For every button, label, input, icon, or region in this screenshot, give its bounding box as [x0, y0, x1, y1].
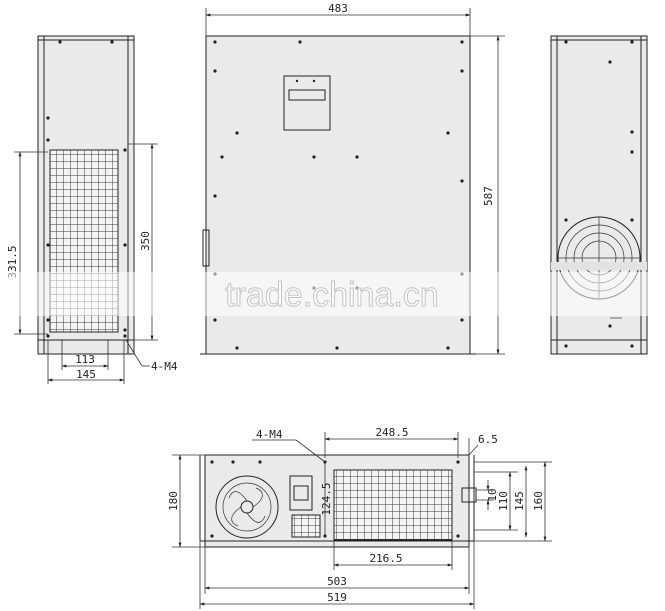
- dim-110: 110: [497, 491, 510, 511]
- dim-124-5: 124.5: [320, 482, 333, 515]
- callout-4-m4-top: 4-M4: [256, 428, 283, 441]
- watermark-band: [0, 272, 665, 316]
- dim-180: 180: [167, 491, 180, 511]
- top-view-grille: [333, 469, 453, 541]
- small-vent: [291, 514, 321, 538]
- dim-145-top: 145: [513, 491, 526, 511]
- display-window: [288, 89, 326, 101]
- dim-145: 145: [76, 368, 96, 381]
- dim-248-5: 248.5: [375, 426, 408, 439]
- top-view: 248.5 6.5 4-M4 180 124.5 10 110 145 160 …: [167, 426, 552, 609]
- watermark-text: trade.china.cn: [225, 276, 439, 314]
- dim-483: 483: [328, 2, 348, 15]
- terminal-block: [289, 475, 313, 511]
- dim-519: 519: [327, 591, 347, 604]
- fan-icon: [215, 475, 279, 539]
- right-view-screws: [564, 40, 634, 348]
- dim-10: 10: [486, 488, 499, 501]
- left-view-screws: [46, 40, 127, 338]
- dim-587: 587: [482, 186, 495, 206]
- top-view-screws: [210, 460, 460, 538]
- dim-350: 350: [139, 231, 152, 251]
- dim-6-5: 6.5: [478, 433, 498, 446]
- dim-216-5: 216.5: [369, 552, 402, 565]
- dim-113: 113: [75, 353, 95, 366]
- dim-160: 160: [532, 491, 545, 511]
- callout-4-m4-left: 4-M4: [151, 360, 178, 373]
- controller-panel: [283, 75, 331, 131]
- dim-331-5: 331.5: [6, 245, 19, 278]
- dim-503: 503: [327, 575, 347, 588]
- left-side-view: 331.5 350 113 145 4-M4: [6, 35, 178, 384]
